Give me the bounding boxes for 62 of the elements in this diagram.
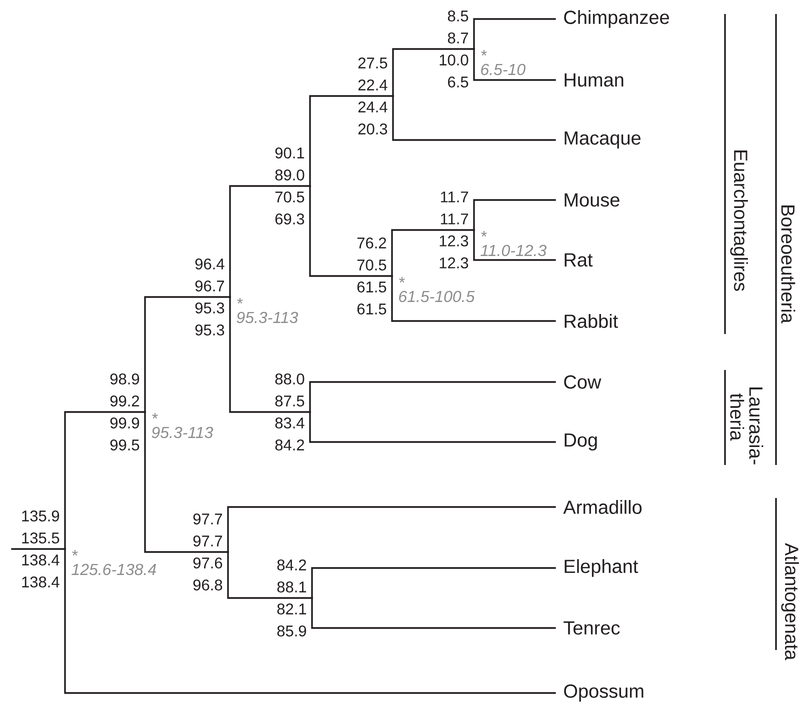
tree-branch: [309, 185, 393, 277]
taxon-label: Opossum: [564, 684, 644, 702]
tree-branch: [227, 506, 556, 553]
tree-branch: [473, 48, 556, 81]
tree-branch: [229, 185, 311, 298]
clade-label: Euarchontaglires: [730, 150, 748, 291]
tree-branch: [64, 411, 146, 550]
tree-branch: [11, 548, 66, 550]
age-estimates: 8.5 8.7 10.0 6.5: [440, 10, 468, 88]
taxon-label: Mouse: [564, 193, 620, 207]
tree-branch: [309, 95, 394, 187]
age-estimates: 98.9 99.2 99.9 99.5: [110, 374, 140, 450]
age-estimates: 90.1 89.0 70.5 69.3: [275, 148, 304, 224]
age-estimates: 135.9 135.5 138.4 138.4: [22, 510, 60, 588]
age-estimates: 88.0 87.5 83.4 84.2: [275, 374, 304, 450]
tree-branch: [392, 48, 475, 97]
tree-branch: [64, 548, 556, 694]
clade-label: Boreoeutheria: [781, 206, 796, 324]
tree-branch: [309, 381, 556, 413]
asterisk-mark: *: [481, 50, 487, 56]
taxon-label: Macaque: [564, 132, 640, 148]
tree-branch: [311, 597, 556, 629]
age-estimates: 11.7 11.7 12.3 12.3: [440, 192, 468, 268]
age-range-label: 125.6-138.4: [72, 564, 156, 576]
age-estimates: 27.5 22.4 24.4 20.3: [358, 58, 388, 134]
age-estimates: 84.2 88.1 82.1 85.9: [277, 560, 306, 636]
taxon-label: Dog: [564, 434, 597, 450]
asterisk-mark: *: [237, 298, 243, 304]
age-estimates: 76.2 70.5 61.5 61.5: [357, 238, 386, 314]
tree-branch: [391, 275, 556, 322]
asterisk-mark: *: [399, 276, 405, 283]
age-range-label: 95.3-113: [152, 426, 214, 438]
taxon-label: Cow: [564, 375, 602, 389]
tree-branch: [392, 95, 556, 141]
tree-branch: [144, 411, 229, 553]
tree-branch: [391, 229, 475, 277]
taxon-label: Rat: [564, 253, 593, 267]
tree-branch: [309, 411, 556, 443]
clade-label: Atlantogenata: [781, 543, 799, 660]
age-range-label: 11.0-12.3: [480, 244, 546, 256]
tree-branch: [473, 229, 556, 261]
age-range-label: 6.5-10: [481, 64, 526, 76]
taxon-label: Armadillo: [563, 500, 642, 514]
taxon-label: Rabbit: [564, 314, 618, 328]
age-estimates: 97.7 97.7 97.6 96.8: [193, 514, 222, 590]
age-range-label: 61.5-100.5: [399, 290, 475, 302]
tree-branch: [473, 199, 556, 231]
taxon-label: Chimpanzee: [564, 10, 669, 28]
asterisk-mark: *: [152, 412, 158, 419]
taxon-label: Elephant: [564, 559, 638, 577]
tree-branch: [144, 296, 231, 413]
asterisk-mark: *: [481, 230, 487, 237]
age-range-label: 95.3-113: [236, 312, 298, 324]
tree-branch: [229, 296, 311, 413]
taxon-label: Tenrec: [564, 621, 620, 635]
taxon-label: Human: [564, 73, 624, 87]
age-estimates: 96.4 96.7 95.3 95.3: [195, 258, 224, 336]
tree-branch: [473, 18, 556, 50]
asterisk-mark: *: [72, 550, 78, 556]
clade-label: Laurasia- theria: [730, 388, 764, 464]
tree-branch: [227, 551, 313, 599]
tree-branch: [311, 567, 556, 599]
